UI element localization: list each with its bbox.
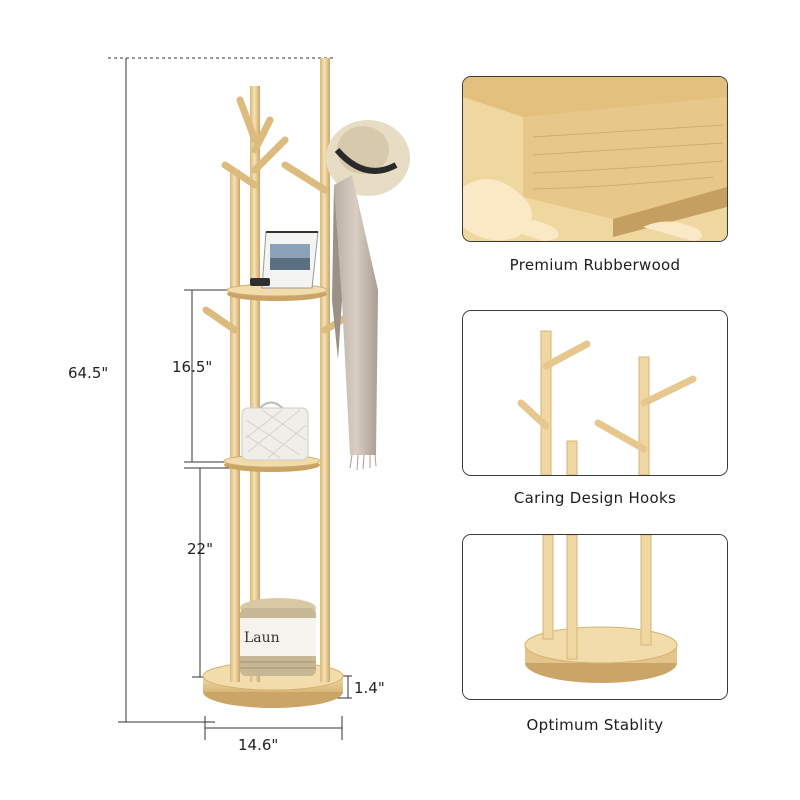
hat-prop [326,120,410,196]
handbag-prop [241,401,309,461]
feature-panel-hooks [462,310,728,476]
stability-image [463,535,727,699]
base-width-label: 14.6" [238,736,279,754]
lower-shelf-gap-label: 22" [187,540,213,558]
basket-prop: Laun [240,598,316,676]
caption-hooks: Caring Design Hooks [513,489,677,507]
basket-label: Laun [244,630,280,646]
rubberwood-image [463,77,727,241]
caption-rubberwood: Premium Rubberwood [509,256,681,274]
base-height-label: 1.4" [354,679,385,697]
feature-panel-stability [462,534,728,700]
caption-stability: Optimum Stablity [526,716,664,734]
rack-poles [230,58,330,682]
calendar-prop [250,231,319,289]
feature-panel-rubberwood [462,76,728,242]
total-height-label: 64.5" [68,364,109,382]
upper-shelf-gap-label: 16.5" [172,358,213,376]
scarf-prop [332,175,378,471]
rack-shelves [223,283,328,472]
hooks-image [463,311,727,475]
